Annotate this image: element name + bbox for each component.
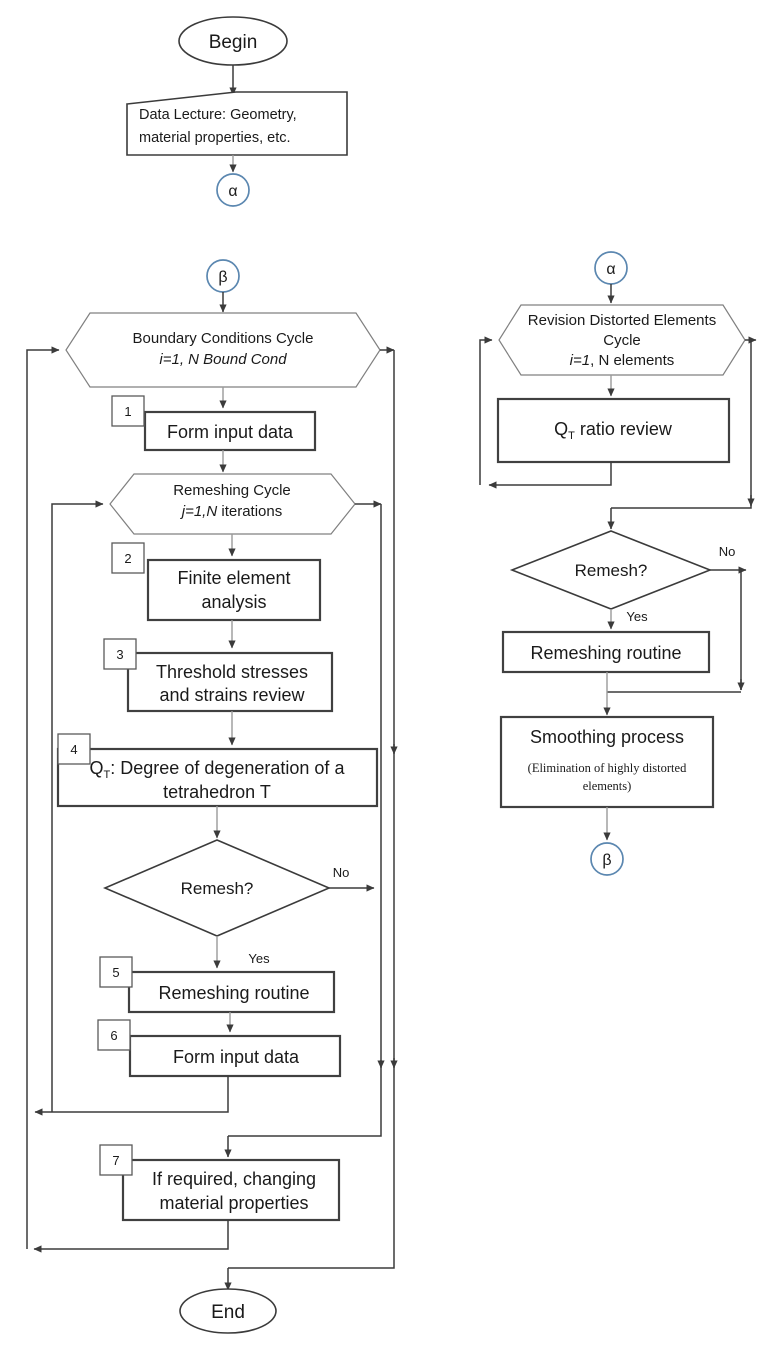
- data-lecture-line1: Data Lecture: Geometry,: [139, 107, 297, 123]
- qt-degree-line1: QT: Degree of degeneration of a: [90, 758, 346, 781]
- bc-cycle-line1: Boundary Conditions Cycle: [133, 330, 314, 347]
- qt-ratio-sub: T: [568, 430, 575, 442]
- remesh-decision-right-label: Remesh?: [575, 561, 648, 580]
- node-remesh-decision-right[interactable]: Remesh?: [509, 530, 713, 610]
- remesh-cycle-line2: j=1,N iterations: [180, 503, 282, 520]
- rail-outer-loop-left: [26, 346, 60, 1249]
- connector-alpha-out-label: α: [228, 183, 237, 200]
- threshold-line2: and strains review: [159, 685, 305, 705]
- smoothing-sub2: elements): [583, 779, 632, 793]
- data-lecture-line2: material properties, etc.: [139, 130, 291, 146]
- qt-degree-tag: 4: [70, 742, 77, 757]
- change-material-line1: If required, changing: [152, 1169, 316, 1189]
- node-begin[interactable]: Begin: [178, 16, 288, 66]
- threshold-tag: 3: [116, 647, 123, 662]
- remeshing-routine-left-tag: 5: [112, 965, 119, 980]
- node-smoothing[interactable]: Smoothing process (Elimination of highly…: [499, 715, 715, 809]
- connector-alpha-out[interactable]: α: [216, 173, 250, 207]
- bc-cycle-var: i=1: [159, 351, 179, 368]
- node-remesh-decision-left[interactable]: Remesh?: [102, 839, 332, 937]
- remeshing-routine-left-label: Remeshing routine: [158, 983, 309, 1003]
- connector-beta-out[interactable]: β: [590, 842, 624, 876]
- node-remeshing-routine-right[interactable]: Remeshing routine: [501, 630, 711, 674]
- node-change-material[interactable]: 7 If required, changing material propert…: [99, 1144, 341, 1222]
- begin-label: Begin: [209, 32, 258, 53]
- qt-ratio-rest: ratio review: [575, 419, 673, 439]
- qt-ratio-label: QT ratio review: [554, 419, 673, 442]
- connector-beta-in[interactable]: β: [206, 259, 240, 293]
- node-remesh-cycle[interactable]: Remeshing Cycle j=1,N iterations: [109, 473, 356, 535]
- form-input-1-label: Form input data: [167, 422, 294, 442]
- bc-cycle-line2: i=1, N Bound Cond: [159, 351, 287, 368]
- fea-line1: Finite element: [177, 568, 290, 588]
- remesh-decision-left-yes-label: Yes: [248, 951, 270, 966]
- qt-degree-prefix: Q: [90, 758, 104, 778]
- node-distorted-cycle[interactable]: Revision Distorted Elements Cycle i=1, N…: [498, 304, 746, 376]
- rail-inner-right: [228, 504, 382, 1137]
- qt-degree-rest: : Degree of degeneration of a: [110, 758, 345, 778]
- rail-right-outer: [611, 340, 752, 509]
- remesh-decision-left-label: Remesh?: [181, 879, 254, 898]
- fea-line2: analysis: [201, 592, 266, 612]
- remesh-decision-right-yes-label: Yes: [626, 609, 648, 624]
- qt-degree-line2: tetrahedron T: [163, 782, 271, 802]
- node-qt-degree[interactable]: 4 QT: Degree of degeneration of a tetrah…: [56, 733, 379, 808]
- edge-box7-to-outer-loop-return: [33, 1220, 229, 1253]
- threshold-line1: Threshold stresses: [156, 662, 308, 682]
- edge-qt-ratio-loop-return: [488, 462, 612, 489]
- node-qt-ratio[interactable]: QT ratio review: [496, 397, 731, 464]
- change-material-line2: material properties: [159, 1193, 308, 1213]
- distorted-cycle-line1: Revision Distorted Elements: [528, 312, 716, 329]
- bc-cycle-rest: , N Bound Cond: [180, 351, 287, 368]
- smoothing-line1: Smoothing process: [530, 727, 684, 747]
- connector-beta-in-label: β: [218, 269, 227, 286]
- smoothing-sub1: (Elimination of highly distorted: [528, 761, 687, 775]
- fea-tag: 2: [124, 551, 131, 566]
- remesh-cycle-rest: iterations: [217, 503, 282, 520]
- distorted-cycle-rest: , N elements: [590, 352, 674, 369]
- node-end[interactable]: End: [179, 1288, 277, 1334]
- remesh-cycle-line1: Remeshing Cycle: [173, 482, 291, 499]
- distorted-cycle-line3: i=1, N elements: [570, 352, 675, 369]
- change-material-tag: 7: [112, 1153, 119, 1168]
- node-remeshing-routine-left[interactable]: 5 Remeshing routine: [99, 956, 336, 1014]
- remesh-cycle-var: j=1,N: [180, 503, 218, 520]
- connector-alpha-in[interactable]: α: [594, 251, 628, 285]
- node-fea[interactable]: 2 Finite element analysis: [111, 542, 322, 622]
- rail-inner-loop-left: [51, 500, 104, 1112]
- form-input-1-tag: 1: [124, 404, 131, 419]
- connector-alpha-in-label: α: [606, 261, 615, 278]
- rail-outer-right: [228, 350, 395, 1269]
- qt-degree-sub: T: [104, 769, 111, 781]
- edge-box6-to-inner-loop-return: [34, 1076, 229, 1116]
- node-form-input-1[interactable]: 1 Form input data: [111, 395, 317, 452]
- form-input-6-label: Form input data: [173, 1047, 300, 1067]
- node-form-input-6[interactable]: 6 Form input data: [97, 1019, 342, 1078]
- node-bc-cycle[interactable]: Boundary Conditions Cycle i=1, N Bound C…: [65, 312, 381, 388]
- connector-beta-out-label: β: [602, 852, 611, 869]
- remesh-decision-left-no-label: No: [333, 865, 350, 880]
- node-threshold[interactable]: 3 Threshold stresses and strains review: [103, 638, 334, 713]
- remeshing-routine-right-label: Remeshing routine: [530, 643, 681, 663]
- distorted-cycle-var: i=1: [570, 352, 590, 369]
- end-label: End: [211, 1302, 245, 1323]
- remesh-decision-right-no-label: No: [719, 544, 736, 559]
- qt-ratio-prefix: Q: [554, 419, 568, 439]
- node-data-lecture[interactable]: Data Lecture: Geometry, material propert…: [126, 91, 348, 156]
- distorted-cycle-line2: Cycle: [603, 332, 641, 349]
- rail-right-loop-left: [479, 336, 493, 485]
- form-input-6-tag: 6: [110, 1028, 117, 1043]
